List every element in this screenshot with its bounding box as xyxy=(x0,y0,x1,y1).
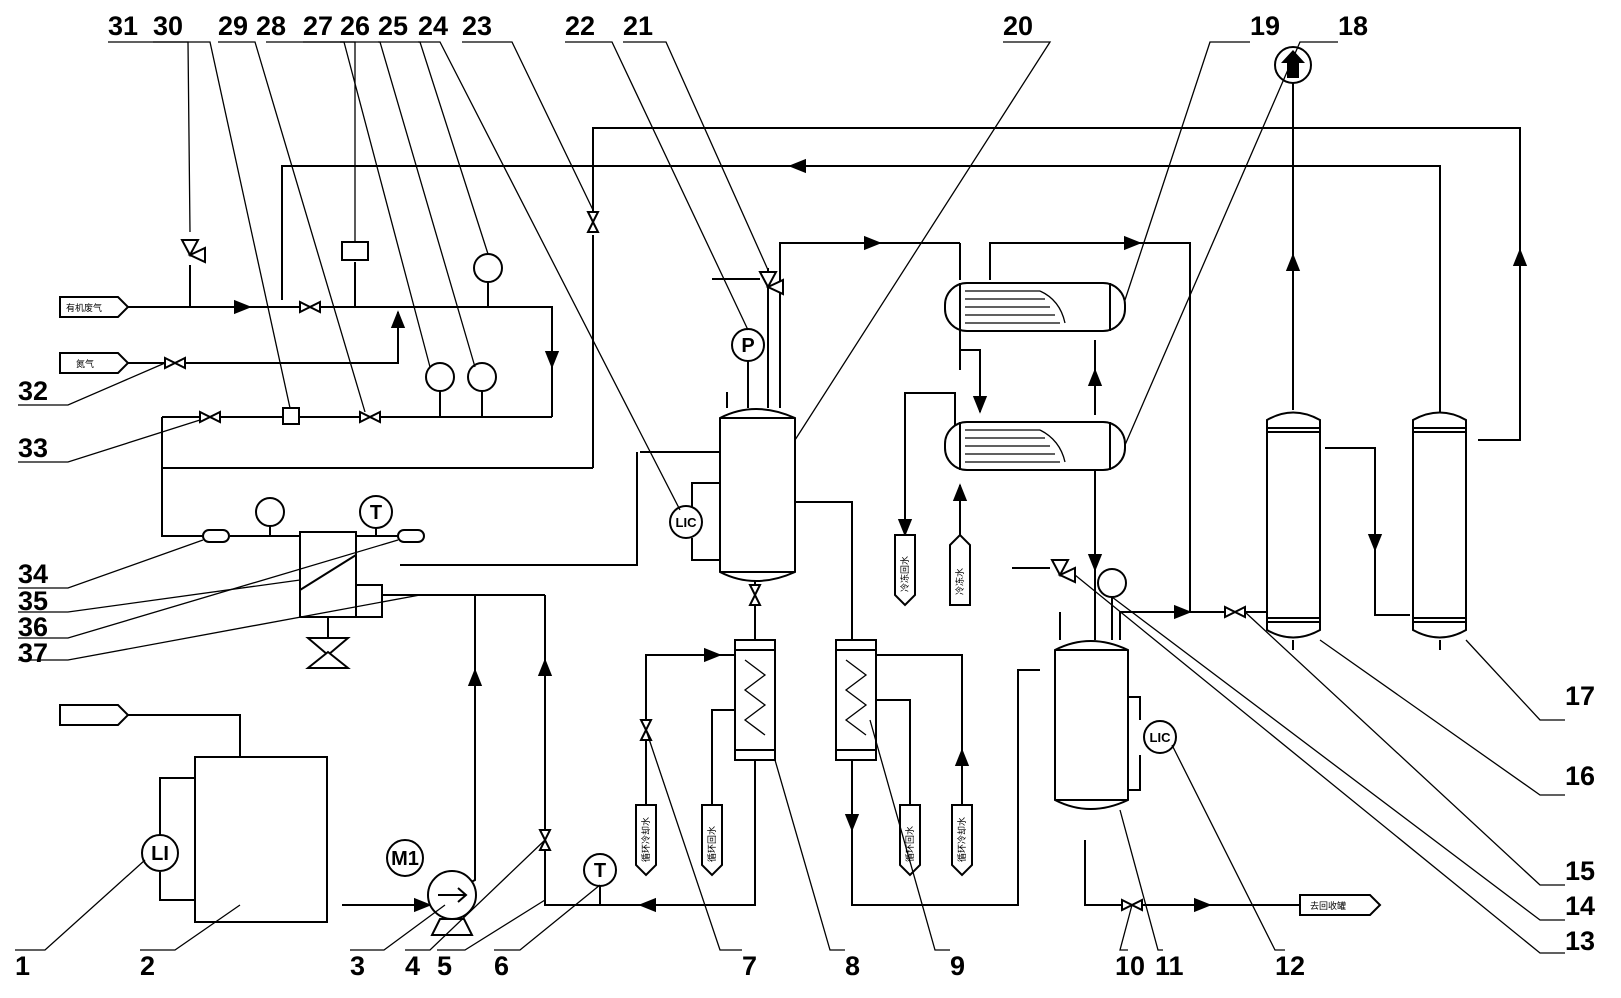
component-27 xyxy=(341,241,369,261)
gauge-26 xyxy=(425,362,455,392)
cooler-9 xyxy=(835,639,877,761)
svg-text:有机废气: 有机废气 xyxy=(66,302,102,313)
callout-37: 37 xyxy=(18,638,48,668)
stream-chilled-supply-a xyxy=(635,804,657,877)
callout-8: 8 xyxy=(845,951,860,981)
adsorber-17 xyxy=(1412,411,1467,650)
callout-21: 21 xyxy=(623,11,653,41)
callout-36: 36 xyxy=(18,612,48,642)
callout-6: 6 xyxy=(494,951,509,981)
lic-reactor xyxy=(669,505,703,539)
instruments: LI M1 T T P LIC LIC xyxy=(141,328,1177,887)
callout-12: 12 xyxy=(1275,951,1305,981)
callout-13: 13 xyxy=(1565,926,1595,956)
callout-15: 15 xyxy=(1565,856,1595,886)
callout-26: 26 xyxy=(340,11,370,41)
svg-text:冷冻回水: 冷冻回水 xyxy=(899,556,910,592)
level-indicator-li xyxy=(141,834,179,872)
li-label: LI xyxy=(151,843,169,865)
safety-valve-21 xyxy=(758,271,784,296)
lic-reactor-label: LIC xyxy=(676,515,698,530)
t-label-6: T xyxy=(594,860,606,882)
callout-30: 30 xyxy=(153,11,183,41)
callout-23: 23 xyxy=(462,11,492,41)
vent-arrow-icon xyxy=(1274,46,1312,84)
temperature-gauge-heater xyxy=(359,495,393,529)
callout-7: 7 xyxy=(742,951,757,981)
callout-14: 14 xyxy=(1565,891,1595,921)
stream-recovered-solvent xyxy=(1299,894,1382,916)
gauge-24 xyxy=(473,253,503,283)
callout-numbers: 31 30 29 28 27 26 25 24 23 22 21 20 19 1… xyxy=(15,11,1595,981)
gauge-25 xyxy=(467,362,497,392)
component-30 xyxy=(282,407,300,425)
t-label-heater: T xyxy=(370,502,382,524)
callout-10: 10 xyxy=(1115,951,1145,981)
stream-chilled-return-b xyxy=(899,804,921,877)
stream-chilled-supply-b xyxy=(951,804,973,877)
p-label: P xyxy=(741,335,754,357)
svg-text:循环冷却水: 循环冷却水 xyxy=(956,817,967,862)
lic-receiver xyxy=(1143,720,1177,754)
lic-receiver-label: LIC xyxy=(1150,730,1172,745)
callout-4: 4 xyxy=(405,951,420,981)
leader-lines xyxy=(15,41,1565,954)
condenser-19 xyxy=(944,282,1126,332)
safety-valve-14 xyxy=(1050,559,1076,584)
gauge-heater xyxy=(255,497,285,527)
receiver-tank xyxy=(1054,640,1129,810)
svg-text:循环回水: 循环回水 xyxy=(706,826,717,862)
callout-34: 34 xyxy=(18,559,48,589)
motor-m1 xyxy=(386,839,424,877)
callout-3: 3 xyxy=(350,951,365,981)
equipment xyxy=(159,46,1467,936)
callout-32: 32 xyxy=(18,376,48,406)
condenser-18 xyxy=(944,421,1126,471)
safety-valve-31 xyxy=(180,239,206,264)
callout-25: 25 xyxy=(378,11,408,41)
callout-20: 20 xyxy=(1003,11,1033,41)
callout-17: 17 xyxy=(1565,681,1595,711)
callout-31: 31 xyxy=(108,11,138,41)
heater xyxy=(299,531,357,618)
feed-tank xyxy=(194,756,328,923)
stream-cold-supply xyxy=(949,533,971,606)
callout-35: 35 xyxy=(18,586,48,616)
svg-text:冷冻水: 冷冻水 xyxy=(954,568,965,595)
filter-34 xyxy=(202,529,230,543)
callout-27: 27 xyxy=(303,11,333,41)
svg-text:去回收罐: 去回收罐 xyxy=(1310,900,1346,911)
stream-feed xyxy=(59,704,130,726)
callout-2: 2 xyxy=(140,951,155,981)
adsorber-16 xyxy=(1266,411,1321,650)
svg-text:氮气: 氮气 xyxy=(76,358,94,369)
svg-text:循环回水: 循环回水 xyxy=(904,826,915,862)
callout-5: 5 xyxy=(437,951,452,981)
callout-28: 28 xyxy=(256,11,286,41)
gauge-15 xyxy=(1097,568,1127,598)
stream-tags: 有机废气 氮气 循环冷却水 循环回水 循环回水 循环冷却水 冷冻回水 冷冻水 去… xyxy=(59,296,1382,916)
callout-33: 33 xyxy=(18,433,48,463)
svg-text:循环冷却水: 循环冷却水 xyxy=(640,817,651,862)
m1-label: M1 xyxy=(391,848,419,870)
valve-icon xyxy=(164,211,1246,912)
callout-29: 29 xyxy=(218,11,248,41)
callout-16: 16 xyxy=(1565,761,1595,791)
callout-22: 22 xyxy=(565,11,595,41)
filter-36 xyxy=(397,529,425,543)
stream-cold-return xyxy=(894,534,916,607)
callout-9: 9 xyxy=(950,951,965,981)
stream-organic-waste-gas xyxy=(59,296,130,318)
reactor xyxy=(719,408,796,582)
callout-18: 18 xyxy=(1338,11,1368,41)
callout-24: 24 xyxy=(418,11,448,41)
callout-11: 11 xyxy=(1155,951,1184,981)
callout-19: 19 xyxy=(1250,11,1280,41)
stream-chilled-return-a xyxy=(701,804,723,877)
stream-nitrogen xyxy=(59,352,130,374)
cooler-8 xyxy=(734,639,776,761)
temperature-gauge-6 xyxy=(583,853,617,887)
callout-1: 1 xyxy=(15,951,30,981)
